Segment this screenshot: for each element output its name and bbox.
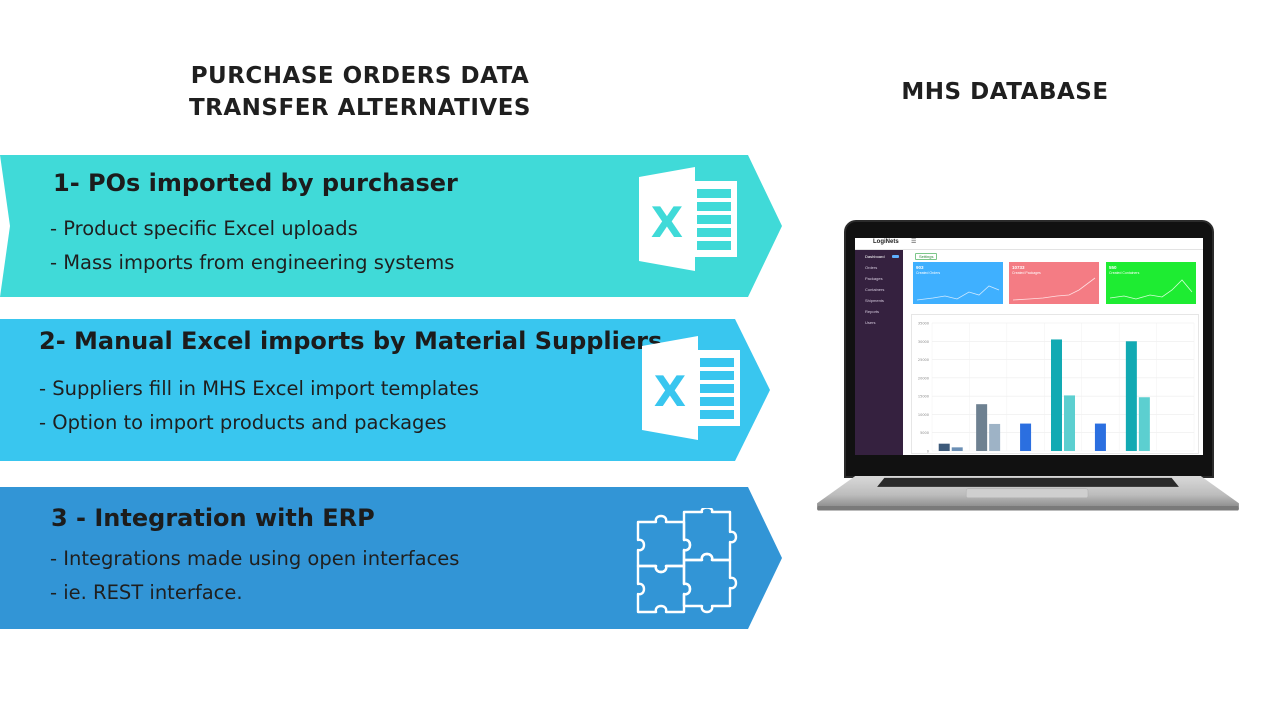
stat-label: Created Orders [916, 271, 941, 275]
stat-value: 10733 [1012, 265, 1025, 270]
alternative-3-line-1: - Integrations made using open interface… [50, 547, 460, 570]
chart-bar [938, 443, 950, 451]
chart-bar [1051, 339, 1062, 451]
left-heading: PURCHASE ORDERS DATA TRANSFER ALTERNATIV… [110, 60, 610, 124]
chart-bar [976, 404, 988, 451]
left-heading-line2: TRANSFER ALTERNATIVES [188, 95, 531, 121]
alternative-1-line-2: - Mass imports from engineering systems [50, 251, 455, 274]
chart-bar [1138, 397, 1150, 451]
chart-bar [1094, 423, 1106, 451]
sidebar-item-dashboard[interactable]: Dashboard [865, 254, 885, 259]
right-heading: MHS DATABASE [901, 79, 1109, 105]
sidebar-item-users[interactable]: Users [865, 320, 876, 325]
laptop-base [817, 476, 1239, 511]
sidebar-item-containers[interactable]: Containers [865, 287, 885, 292]
sidebar-item-shipments[interactable]: Shipments [865, 298, 884, 303]
stat-label: Created Packages [1012, 271, 1041, 275]
sparkline [1109, 279, 1193, 300]
y-tick-label: 35000 [918, 322, 929, 326]
chart-bar [989, 423, 1001, 451]
y-tick-label: 30000 [918, 340, 929, 344]
alternative-2-arrow: 2- Manual Excel imports by Material Supp… [0, 319, 770, 461]
y-tick-label: 20000 [918, 376, 929, 380]
left-heading-line1: PURCHASE ORDERS DATA [190, 63, 530, 89]
app-logo: LogiNets [873, 239, 899, 245]
app-sidebar: Dashboard Orders Packages Containers Shi… [855, 250, 903, 455]
app-top-bar: LogiNets ☰ [855, 238, 1203, 250]
dashboard-chart: 0 5000 10000 15000 20000 25000 30000 35000 [911, 314, 1199, 454]
bar-chart: 0 5000 10000 15000 20000 25000 30000 35000 [918, 322, 1195, 454]
sidebar-item-packages[interactable]: Packages [865, 276, 883, 281]
y-tick-label: 10000 [918, 413, 929, 417]
y-tick-label: 5000 [920, 431, 929, 435]
stat-label: Created Containers [1109, 271, 1140, 275]
sidebar-item-reports[interactable]: Reports [865, 309, 880, 314]
chart-bar [1125, 341, 1137, 451]
hamburger-icon[interactable]: ☰ [911, 239, 917, 245]
stat-card-packages[interactable]: 10733 Created Packages [1009, 262, 1099, 304]
sparkline [1012, 277, 1096, 301]
y-tick-label: 15000 [918, 395, 929, 399]
y-tick-label: 25000 [918, 358, 929, 362]
laptop-screen-bezel: LogiNets ☰ Dashboard Orders Packages Con… [844, 220, 1214, 478]
sparkline [916, 285, 1000, 301]
svg-text:X: X [651, 198, 683, 247]
laptop-screen: LogiNets ☰ Dashboard Orders Packages Con… [855, 238, 1203, 455]
alternative-3-arrow: 3 - Integration with ERP - Integrations … [0, 487, 782, 629]
alternative-3-line-2: - ie. REST interface. [50, 581, 243, 604]
stat-card-orders[interactable]: 903 Created Orders [913, 262, 1003, 304]
sidebar-item-orders[interactable]: Orders [865, 265, 878, 270]
svg-text:X: X [654, 367, 686, 416]
alternative-2-title: 2- Manual Excel imports by Material Supp… [39, 327, 663, 355]
stat-value: 903 [916, 265, 924, 270]
excel-icon: X [639, 167, 737, 271]
puzzle-icon [636, 508, 738, 614]
alternative-2-line-1: - Suppliers fill in MHS Excel import tem… [39, 377, 479, 400]
stat-value: 550 [1109, 265, 1117, 270]
chart-bar [1020, 423, 1032, 451]
chart-bar [1064, 395, 1075, 451]
chart-bar [951, 447, 963, 451]
alternative-2-line-2: - Option to import products and packages [39, 411, 447, 434]
stat-card-containers[interactable]: 550 Created Containers [1106, 262, 1196, 304]
settings-button[interactable]: Settings [915, 253, 938, 260]
alternative-1-title: 1- POs imported by purchaser [53, 169, 458, 197]
alternative-3-title: 3 - Integration with ERP [51, 504, 375, 532]
y-tick-label: 0 [927, 450, 929, 454]
sidebar-badge [892, 255, 899, 258]
alternative-1-line-1: - Product specific Excel uploads [50, 217, 358, 240]
excel-icon: X [642, 336, 740, 440]
laptop: LogiNets ☰ Dashboard Orders Packages Con… [794, 220, 1262, 520]
